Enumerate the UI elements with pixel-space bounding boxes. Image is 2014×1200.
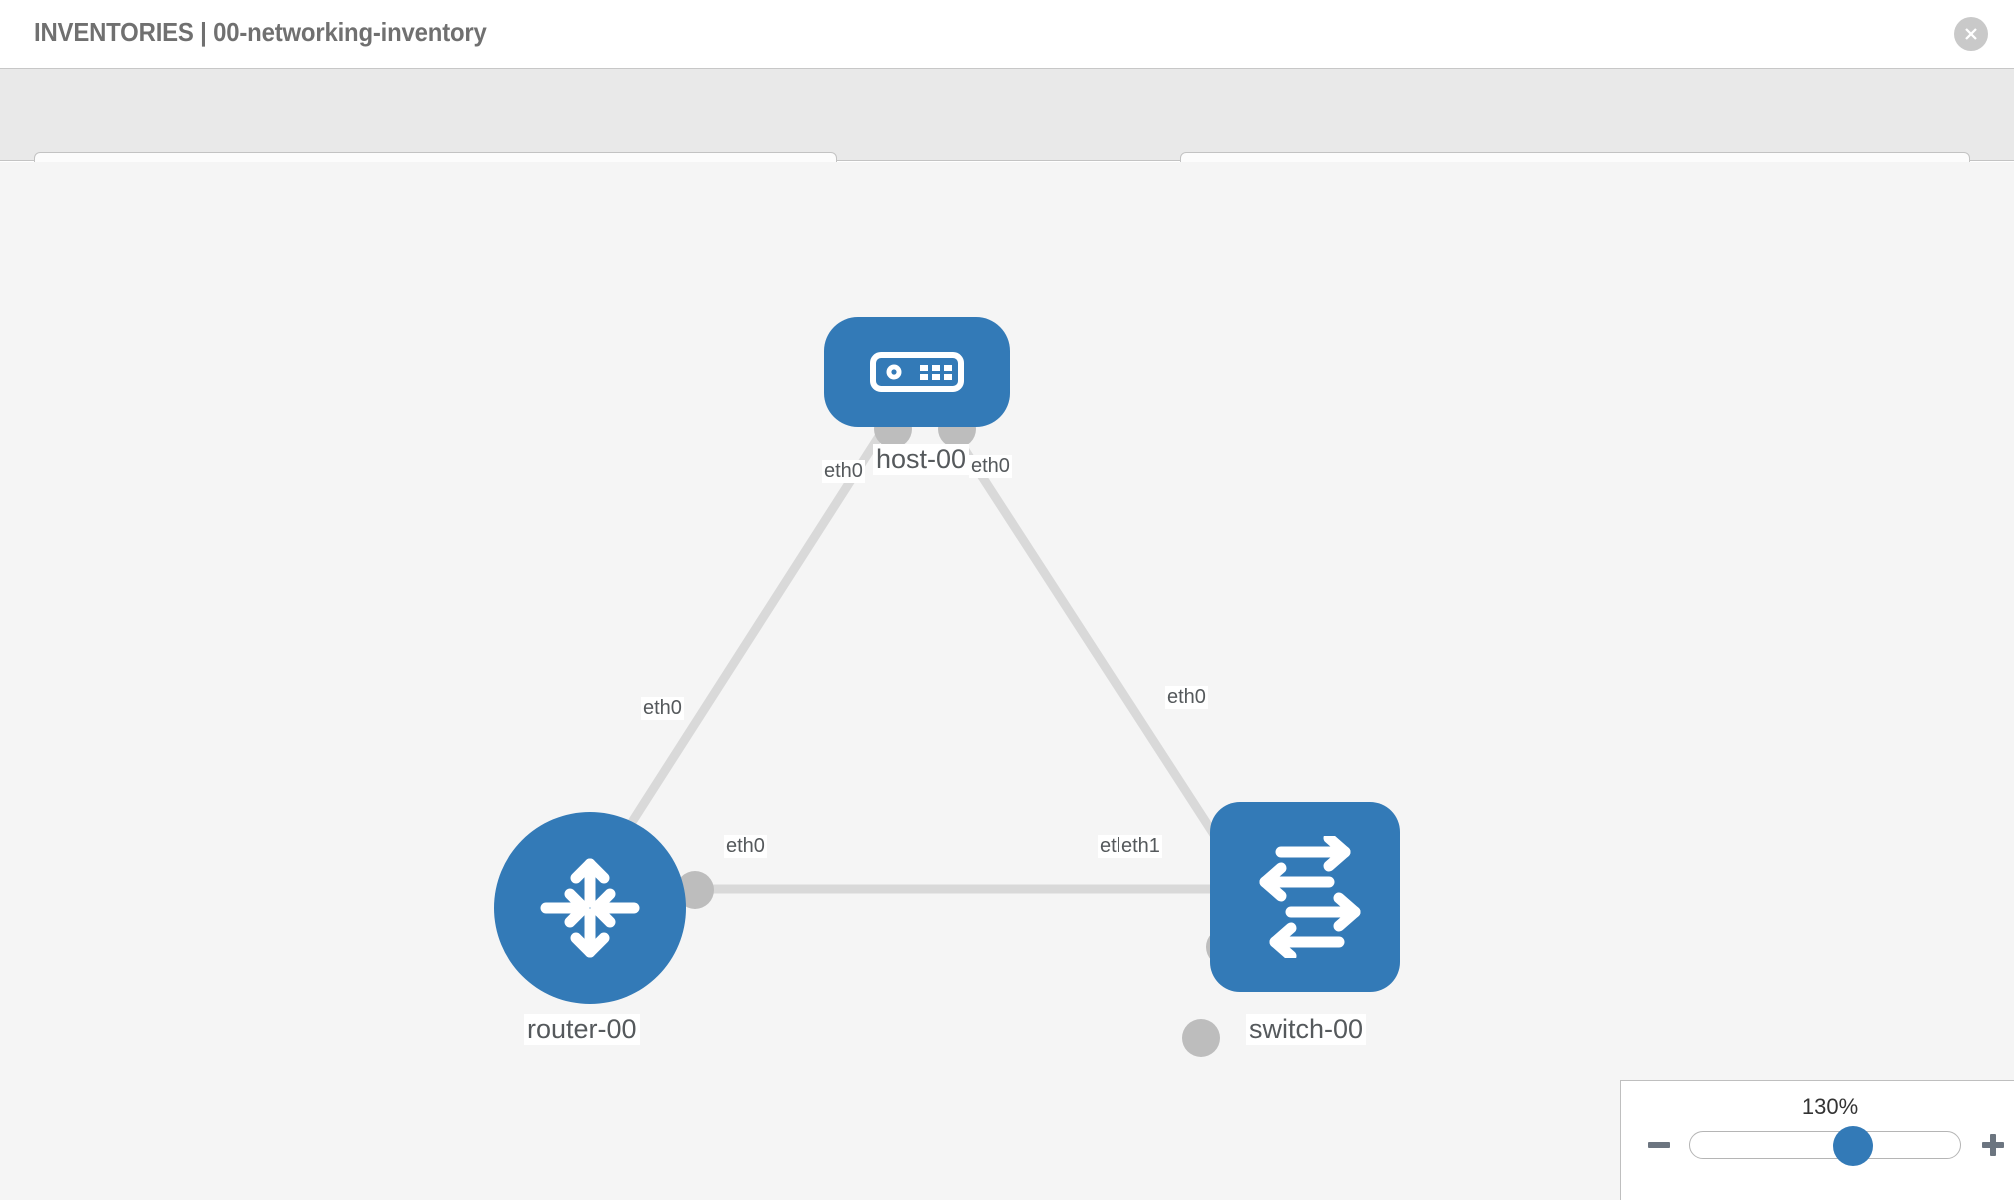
topology-edges xyxy=(596,424,1239,894)
iface-label-router00-to-switch00: eth0 xyxy=(724,835,767,858)
plus-icon[interactable] xyxy=(1977,1129,2009,1161)
minus-icon[interactable] xyxy=(1643,1129,1675,1161)
node-label-switch-00: switch-00 xyxy=(1246,1014,1367,1046)
node-router-00[interactable] xyxy=(494,812,686,1004)
zoom-control-panel: 130% xyxy=(1620,1080,2014,1200)
toolbar: ACTIONS SEARCH xyxy=(0,68,2014,208)
edge-host00-router00 xyxy=(596,424,889,875)
server-icon xyxy=(870,352,964,392)
page-title: INVENTORIES | 00-networking-inventory xyxy=(34,17,487,47)
zoom-slider-track[interactable] xyxy=(1689,1126,1961,1166)
iface-label-switch00-to-router00: eth1 xyxy=(1119,835,1162,858)
router-arrows-icon xyxy=(540,858,640,958)
zoom-level-label: 130% xyxy=(1801,1094,1859,1119)
page-header: INVENTORIES | 00-networking-inventory xyxy=(0,0,2014,68)
connector-switch00-left xyxy=(1182,1019,1220,1057)
node-switch-00[interactable] xyxy=(1210,802,1400,992)
zoom-slider-thumb[interactable] xyxy=(1833,1126,1874,1166)
node-label-router-00: router-00 xyxy=(524,1014,640,1046)
close-icon[interactable] xyxy=(1954,17,1988,51)
iface-label-host00-to-switch00: eth0 xyxy=(969,455,1012,478)
topology-canvas[interactable]: host-00 xyxy=(0,162,2014,1200)
host-00-shape[interactable] xyxy=(824,317,1010,427)
node-host-00[interactable] xyxy=(824,317,1010,427)
edge-host00-switch00 xyxy=(946,424,1239,870)
iface-label-switch00-to-host00: eth0 xyxy=(1165,686,1208,709)
node-label-host-00: host-00 xyxy=(873,444,970,476)
switch-arrows-icon xyxy=(1259,836,1361,958)
router-00-shape[interactable] xyxy=(494,812,686,1004)
iface-label-host00-to-router00: eth0 xyxy=(822,460,865,483)
iface-label-router00-to-host00: eth0 xyxy=(641,697,684,720)
switch-00-shape[interactable] xyxy=(1210,802,1400,992)
